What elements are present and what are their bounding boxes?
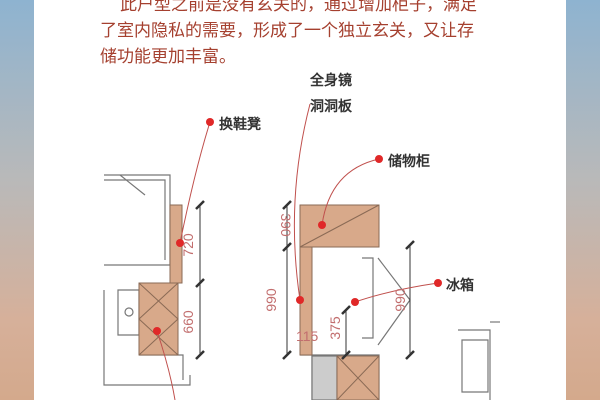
label-cabinet: 储物柜 — [388, 154, 430, 170]
dim-990-left: 990 — [263, 288, 279, 312]
dim-390: 390 — [278, 213, 294, 237]
paragraph-line-2: 了室内隐私的需要，形成了一个独立玄关，又让存 — [100, 21, 474, 41]
label-bench: 换鞋凳 — [219, 117, 261, 133]
label-pegboard: 洞洞板 — [310, 99, 352, 115]
dim-375: 375 — [327, 316, 343, 340]
dim-990-right: 990 — [392, 288, 408, 312]
paragraph-line-1: 此户型之前是没有玄关的，通过增加柜子，满足 — [120, 0, 477, 15]
dim-720: 720 — [180, 233, 196, 257]
dim-660: 660 — [180, 310, 196, 334]
dim-115: 115 — [296, 328, 319, 344]
paragraph-line-3: 储功能更加丰富。 — [100, 47, 236, 67]
background-left — [0, 0, 34, 400]
label-fridge: 冰箱 — [446, 278, 474, 294]
dimension-lines — [195, 200, 415, 360]
label-mirror: 全身镜 — [310, 73, 352, 89]
cabinets — [138, 204, 380, 400]
leader-lines — [156, 103, 439, 400]
marker-dots — [153, 118, 442, 335]
background-right — [566, 0, 600, 400]
